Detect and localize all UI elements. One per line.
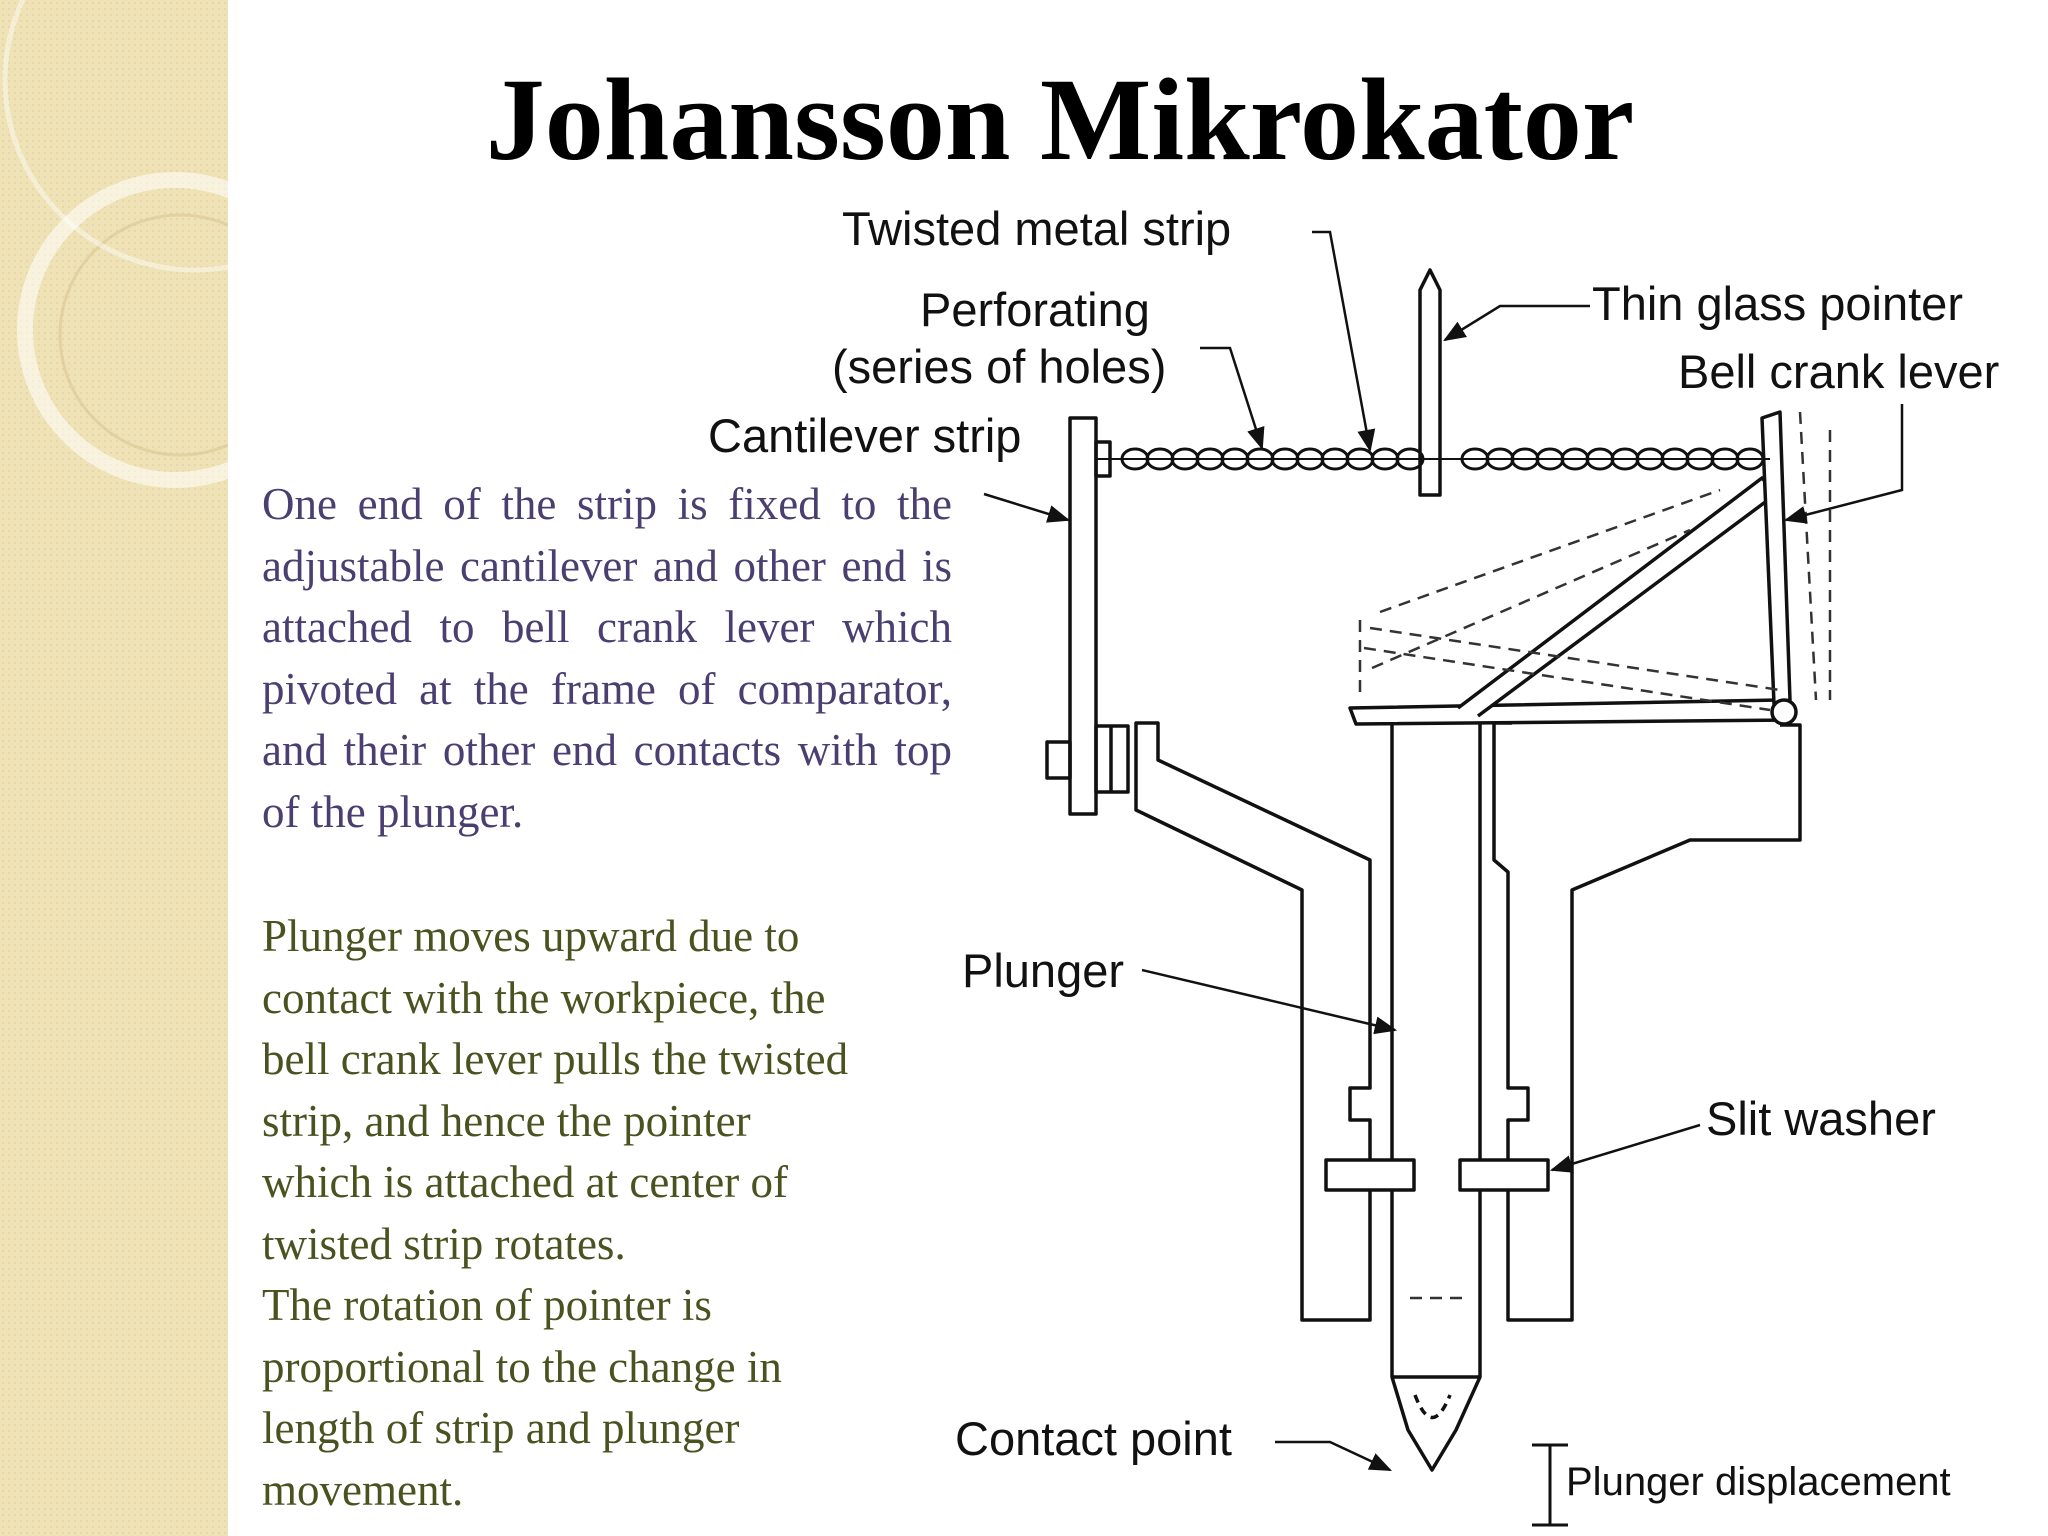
para2-line: twisted strip rotates. [262,1218,626,1269]
label-series-of-holes: (series of holes) [832,340,1166,393]
cantilever-clamp-outer [1045,740,1072,780]
slide-title: Johansson Mikrokator [485,54,1635,185]
para2-line: strip, and hence the pointer [262,1095,751,1146]
label-plunger: Plunger [962,944,1124,997]
glass-pointer [1418,268,1442,497]
para2-line: proportional to the change in [262,1341,782,1392]
frame-right [1492,721,1802,1322]
label-cantilever-strip: Cantilever strip [708,409,1021,462]
plunger-body [1390,708,1482,1472]
decorative-sidebar [0,0,228,1536]
para2-line: which is attached at center of [262,1157,789,1207]
displaced-position-lines [1358,411,1832,1300]
cantilever-strip [1068,416,1098,816]
frame-left [1134,721,1372,1322]
decorative-rings [2,0,228,488]
para2-line: movement. [262,1464,464,1515]
label-plunger-displacement: Plunger displacement [1566,1460,1951,1504]
description-paragraph-1: One end of the strip is fixed to the adj… [262,479,952,837]
slit-washer-right [1458,1158,1550,1192]
bell-crank-diagonal-arm [1456,476,1778,718]
label-thin-glass-pointer: Thin glass pointer [1592,277,1963,330]
label-bell-crank-lever: Bell crank lever [1678,345,1999,398]
para2-line: Plunger moves upward due to [262,911,800,961]
para2-line: The rotation of pointer is [262,1280,712,1330]
label-twisted-metal-strip: Twisted metal strip [842,202,1231,255]
para2-line: bell crank lever pulls the twisted [262,1034,849,1084]
para2-line: contact with the workpiece, the [262,972,826,1023]
slit-washer-left [1324,1158,1416,1192]
bell-crank-vertical-arm [1760,410,1792,706]
para2-line: length of strip and plunger [262,1403,740,1453]
bell-crank-pivot [1770,698,1798,726]
displacement-marker [1532,1443,1568,1527]
leader-arrows [983,230,1904,1472]
label-slit-washer: Slit washer [1706,1092,1936,1145]
label-perforating: Perforating [920,283,1150,336]
description-paragraph-2: Plunger moves upward due to contact with… [262,906,962,1521]
label-contact-point: Contact point [955,1412,1232,1465]
